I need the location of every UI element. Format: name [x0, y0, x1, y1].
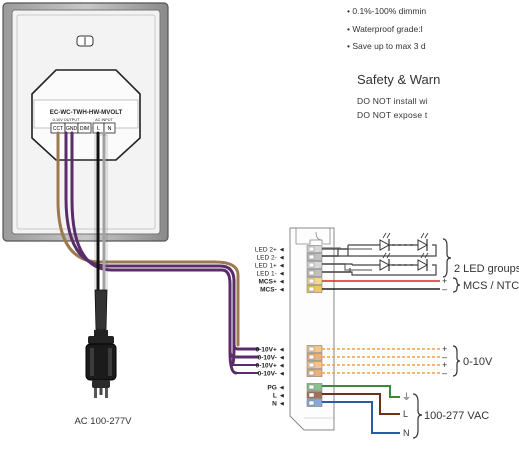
group-label-mcs: MCS / NTC — [463, 280, 519, 292]
braces — [412, 238, 461, 439]
driver-terminal-block — [306, 253, 323, 261]
safety-title: Safety & Warn — [357, 72, 441, 87]
plug-label: AC 100-277V — [74, 416, 132, 427]
driver-terminal-label: LED 1+ ◄ — [255, 263, 285, 270]
led-brace — [442, 238, 452, 278]
output-header: 0-10V OUTPUT — [53, 118, 80, 122]
module-label: EC-WC-TWH-HW-MVOLT — [50, 109, 123, 116]
safety-line-2: DO NOT expose t — [357, 110, 428, 120]
led-icons — [379, 232, 429, 271]
mcs-minus: – — [442, 284, 447, 294]
driver-terminal-port — [308, 370, 315, 376]
led-icon-3 — [379, 252, 391, 271]
group-label-dim: 0-10V — [463, 356, 493, 368]
dim-brace — [452, 345, 461, 377]
driver-terminal-label: MCS+ ◄ — [259, 279, 285, 286]
panel-cables — [56, 131, 260, 375]
led-wiring — [322, 244, 437, 276]
driver-terminal-block — [306, 261, 323, 269]
driver-terminal-port — [308, 270, 315, 276]
mcs-plus: + — [442, 276, 447, 286]
mcs-brace — [452, 277, 461, 293]
dim-minus-1: – — [442, 352, 447, 362]
driver-terminal-port — [308, 346, 315, 352]
ac-wiring — [322, 385, 400, 434]
driver-terminal-port — [308, 262, 315, 268]
driver-terminal-label: 0-10V- ◄ — [258, 355, 285, 362]
driver-terminal-label: PG ◄ — [267, 385, 285, 392]
group-label-led: 2 LED groups — [454, 263, 519, 275]
driver-terminal-port — [308, 246, 315, 252]
driver-terminal-port — [308, 362, 315, 368]
driver-terminal-block — [306, 269, 323, 277]
driver-terminal-port — [308, 254, 315, 260]
driver-terminal-label: L ◄ — [273, 393, 285, 400]
mcs-wiring — [322, 280, 440, 290]
led-driver — [289, 227, 335, 431]
led-icon-4 — [417, 252, 429, 271]
driver-terminal-label: 0-10V+ ◄ — [256, 347, 285, 354]
spec-dimming: • 0.1%-100% dimmin — [347, 6, 427, 16]
driver-terminal-port — [308, 286, 315, 292]
ac-l-mark: L — [403, 409, 408, 419]
driver-terminal-blocks — [306, 245, 323, 407]
driver-terminal-label: 0-10V- ◄ — [258, 371, 285, 378]
driver-terminal-label: LED 2- ◄ — [257, 255, 285, 262]
ac-plug — [85, 289, 117, 398]
driver-terminal-label: LED 2+ ◄ — [255, 247, 285, 254]
dim-plus-2: + — [442, 360, 447, 370]
driver-terminal-port — [308, 392, 315, 398]
input-header: AC INPUT — [95, 118, 113, 122]
driver-terminal-label: N ◄ — [272, 401, 285, 408]
spec-waterproof: • Waterproof grade:I — [347, 24, 423, 34]
driver-terminal-label: MCS- ◄ — [260, 287, 285, 294]
terminal-gnd: GND — [66, 126, 78, 132]
safety-line-1: DO NOT install wi — [357, 96, 428, 106]
dim-plus-1: + — [442, 344, 447, 354]
driver-terminal-port — [308, 384, 315, 390]
ac-n-mark: N — [403, 428, 410, 438]
polarity-marks: + – + – + – ⏚ L N — [402, 276, 447, 438]
ground-icon: ⏚ — [402, 392, 411, 402]
driver-terminal-port — [308, 400, 315, 406]
ac-brace — [412, 393, 423, 439]
terminal-n: N — [108, 126, 112, 132]
led-icon-2 — [417, 232, 429, 251]
terminal-dim: DIM — [80, 126, 89, 132]
panel-terminal-block: CCT GND DIM L N — [50, 122, 116, 134]
driver-terminal-label: 0-10V+ ◄ — [256, 363, 285, 370]
group-label-ac: 100-277 VAC — [424, 410, 489, 422]
dim-minus-2: – — [442, 368, 447, 378]
terminal-l: L — [97, 126, 100, 132]
dim-wiring — [322, 348, 440, 374]
driver-terminal-label: LED 1- ◄ — [257, 271, 285, 278]
spec-save: • Save up to max 3 d — [347, 41, 426, 51]
driver-terminal-labels: LED 2+ ◄LED 2- ◄LED 1+ ◄LED 1- ◄MCS+ ◄MC… — [255, 247, 285, 408]
driver-terminal-port — [308, 354, 315, 360]
tan-wire — [56, 131, 240, 347]
terminal-cct: CCT — [53, 126, 63, 132]
wall-panel: EC-WC-TWH-HW-MVOLT 0-10V OUTPUT AC INPUT… — [2, 2, 169, 242]
driver-terminal-port — [308, 278, 315, 284]
led-icon-1 — [379, 232, 391, 251]
